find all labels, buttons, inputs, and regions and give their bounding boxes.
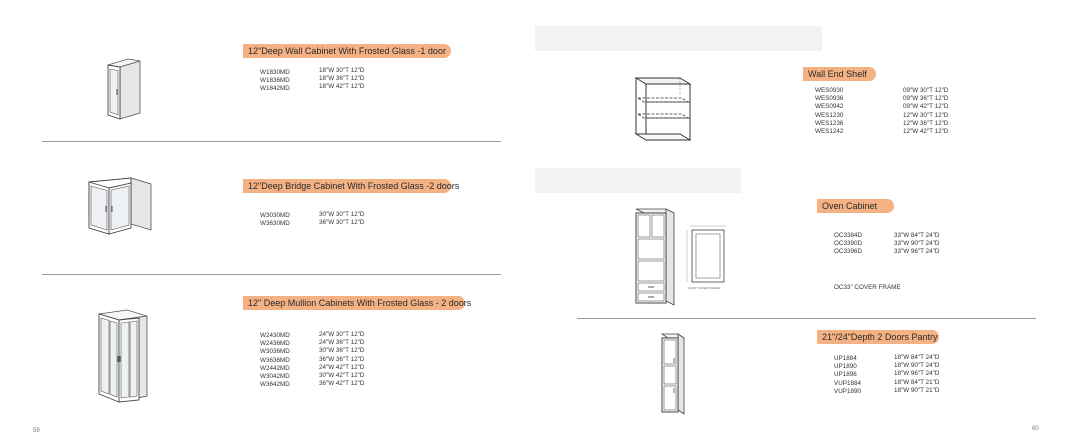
model-code: W3630MD [260,220,290,228]
dimension: 18"W 96"T 24"D [894,370,940,378]
model-code: WES1230 [815,111,844,119]
dimension: 30"W 30"T 12"D [319,211,365,218]
model-code: UP1896 [834,371,857,379]
mullion-cabinet-illustration [98,309,148,403]
section-title-pantry: 21"/24"Depth 2 Doors Pantry [817,330,939,344]
model-code: W3036MD [260,348,290,356]
model-codes-oven-cabinet: OC3384D OC3390D OC3396D [834,232,862,257]
dimension: 18"W 84"T 24"D [894,354,940,361]
dimension: 33"W 96"T 24"D [894,248,940,256]
model-code: UP1890 [834,363,857,371]
oven-cabinet-illustration [635,208,675,306]
model-code: WES1236 [815,119,844,127]
model-codes-wall-cabinet: W1830MD W1836MD W1842MD [260,69,290,94]
dimension: 18"W 90"T 21"D [894,386,940,394]
bridge-cabinet-illustration [88,177,152,235]
cover-frame-drawing [686,225,726,283]
cover-frame-drawing-caption: OC33" COVER FRAME [688,286,720,290]
model-code: VUP1890 [834,387,861,395]
section-title-wall-cabinet: 12"Deep Wall Cabinet With Frosted Glass … [243,44,451,58]
model-code: UP1884 [834,355,857,362]
dimension: 12"W 36"T 12"D [903,119,949,127]
dimension: 24"W 30"T 12"D [319,331,365,338]
dimension: 12"W 30"T 12"D [903,111,949,119]
dimensions-bridge-cabinet: 30"W 30"T 12"D 36"W 30"T 12"D [319,211,364,227]
model-code: WES0930 [815,87,844,94]
model-code: OC3390D [834,240,863,248]
dimension: 09"W 36"T 12"D [903,95,949,103]
model-code: VUP1884 [834,379,861,387]
model-code: W3030MD [260,212,290,219]
model-code: W3636MD [260,356,290,364]
dimension: 12"W 42"T 12"D [903,127,949,135]
model-code: W2430MD [260,332,290,339]
dimensions-wall-cabinet: 18"W 30"T 12"D 18"W 36"T 12"D 18"W 42"T … [319,67,364,92]
model-code: W1830MD [260,69,290,76]
model-code: W3042MD [260,372,290,380]
dimension: 18"W 90"T 24"D [894,362,940,370]
model-code: WES0936 [815,95,844,103]
gray-header-block [535,26,822,51]
model-code: W1836MD [260,77,290,85]
section-title-wall-end-shelf: Wall End Shelf [803,67,876,81]
model-code: W2442MD [260,364,290,372]
dimension: 24"W 42"T 12"D [319,363,365,371]
page-number-left: 59 [33,428,40,434]
model-code: WES1242 [815,127,844,135]
dimension: 18"W 84"T 21"D [894,378,940,386]
dimensions-oven-cabinet: 33"W 84"T 24"D 33"W 90"T 24"D 33"W 96"T … [894,232,939,257]
dimension: 36"W 42"T 12"D [319,380,365,388]
dimension: 24"W 36"T 12"D [319,339,365,347]
divider [577,318,1036,319]
model-codes-bridge-cabinet: W3030MD W3630MD [260,212,290,228]
dimension: 18"W 36"T 12"D [319,75,365,83]
dimension: 33"W 84"T 24"D [894,232,940,239]
dimension: 33"W 90"T 24"D [894,240,940,248]
dimension: 09"W 42"T 12"D [903,103,949,111]
dimension: 09"W 30"T 12"D [903,87,949,94]
dimension: 36"W 36"T 12"D [319,355,365,363]
divider [42,274,501,275]
dimensions-pantry: 18"W 84"T 24"D 18"W 90"T 24"D 18"W 96"T … [894,354,939,395]
model-code: OC3396D [834,248,863,256]
section-title-mullion-cabinets: 12" Deep Mullion Cabinets With Frosted G… [243,296,471,310]
dimensions-wall-end-shelf: 09"W 30"T 12"D 09"W 36"T 12"D 09"W 42"T … [903,87,948,136]
model-codes-mullion-cabinets: W2430MD W2436MD W3036MD W3636MD W2442MD … [260,332,290,389]
dimensions-mullion-cabinets: 24"W 30"T 12"D 24"W 36"T 12"D 30"W 36"T … [319,331,364,388]
page-number-right: 60 [1032,426,1039,432]
dimension: 18"W 30"T 12"D [319,67,365,74]
wall-cabinet-1-door-illustration [107,58,141,120]
model-code: W1842MD [260,85,290,93]
divider [42,141,501,142]
oven-cover-frame-note: OC33" COVER FRAME [834,284,901,291]
model-code: OC3384D [834,232,863,239]
section-title-bridge-cabinet: 12"Deep Bridge Cabinet With Frosted Glas… [243,179,459,193]
model-codes-wall-end-shelf: WES0930 WES0936 WES0942 WES1230 WES1236 … [815,87,843,136]
pantry-cabinet-illustration [660,333,686,415]
model-code: W3642MD [260,381,290,389]
gray-header-block [535,168,741,193]
dimension: 30"W 42"T 12"D [319,371,365,379]
model-codes-pantry: UP1884 UP1890 UP1896 VUP1884 VUP1890 [834,355,861,396]
dimension: 18"W 42"T 12"D [319,83,365,91]
dimension: 36"W 30"T 12"D [319,219,365,227]
model-code: WES0942 [815,103,844,111]
dimension: 30"W 36"T 12"D [319,347,365,355]
model-code: W2436MD [260,340,290,348]
wall-end-shelf-illustration [634,77,692,141]
section-title-oven-cabinet: Oven Cabinet [817,199,894,213]
